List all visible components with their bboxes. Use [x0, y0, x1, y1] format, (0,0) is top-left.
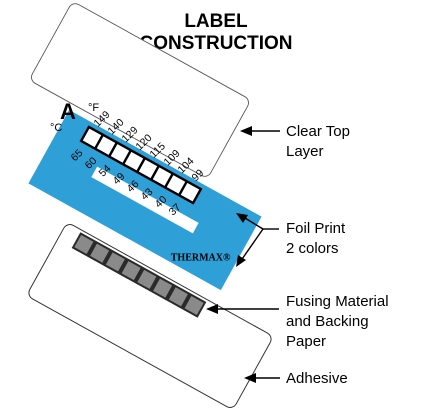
title-line-1: LABEL	[184, 11, 248, 32]
label-fusing-2: and Backing	[286, 313, 369, 330]
fusing-cell	[184, 296, 204, 316]
scale-cell-divider	[94, 134, 104, 150]
fusing-material-strip	[71, 232, 207, 318]
fusing-cell	[74, 234, 94, 254]
fusing-arrowhead	[206, 304, 218, 314]
label-fusing-3: Paper	[286, 333, 326, 350]
fusing-cell	[90, 243, 110, 263]
scale-cell-divider	[150, 165, 160, 181]
scale-cell-divider	[122, 149, 132, 165]
scale-cell-divider	[108, 141, 118, 158]
foil-arrowhead-upper	[236, 213, 248, 223]
foil-arrow-lower	[239, 228, 264, 263]
foil-arrowhead-lower	[236, 255, 246, 267]
label-fusing-1: Fusing Material	[286, 293, 389, 310]
label-foil-2: 2 colors	[286, 240, 339, 257]
fusing-cell	[168, 287, 188, 307]
unit-fahrenheit: °F	[88, 102, 99, 114]
fusing-cell	[121, 261, 141, 281]
temperature-scale	[79, 125, 203, 205]
unit-celsius: °C	[50, 122, 62, 134]
indicator-letter: A	[60, 99, 76, 124]
adhesive-arrowhead	[244, 373, 256, 383]
title-line-2: CONSTRUCTION	[139, 33, 292, 54]
fusing-cell	[137, 269, 157, 289]
clear-top-arrowhead	[240, 126, 252, 136]
scale-cell-divider	[178, 180, 188, 196]
clear-top-layer	[31, 3, 249, 177]
label-foil-1: Foil Print	[286, 220, 346, 237]
label-adhesive: Adhesive	[286, 370, 348, 387]
foil-print-layer: THERMAX®	[28, 109, 262, 291]
adhesive-layer	[28, 224, 272, 408]
foil-window	[91, 166, 199, 234]
brand-logo: THERMAX®	[171, 253, 231, 264]
scale-cell-divider	[136, 157, 146, 173]
fusing-cell	[153, 278, 173, 298]
scale-cell-divider	[164, 172, 174, 189]
fusing-cell	[105, 252, 125, 272]
label-clear-top-2: Layer	[286, 143, 324, 160]
label-clear-top-1: Clear Top	[286, 123, 350, 140]
